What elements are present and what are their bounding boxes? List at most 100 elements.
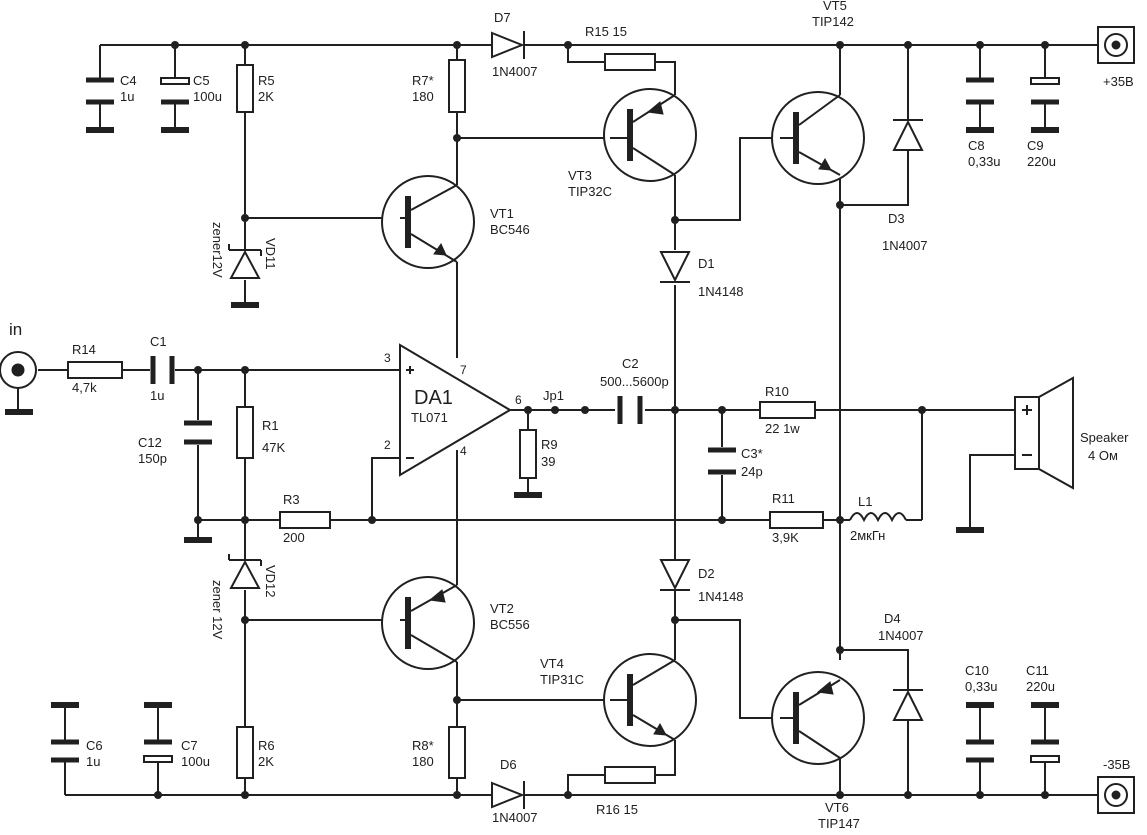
- label-r8-value: 180: [412, 754, 434, 769]
- diode-d2: [659, 559, 691, 591]
- label-d2-value: 1N4148: [698, 589, 744, 604]
- label-vt3-value: TIP32C: [568, 184, 612, 199]
- label-d3-value: 1N4007: [882, 238, 928, 253]
- label-pin7: 7: [460, 363, 467, 377]
- diode-d7: [491, 31, 525, 59]
- transistor-vt1: [381, 175, 475, 269]
- label-c1-value: 1u: [150, 388, 164, 403]
- label-r10-value: 22 1w: [765, 421, 800, 436]
- label-c3-value: 24p: [741, 464, 763, 479]
- label-c12-name: C12: [138, 435, 162, 450]
- label-d6-name: D6: [500, 757, 517, 772]
- label-c8-name: C8: [968, 138, 985, 153]
- label-c11-value: 220u: [1026, 679, 1055, 694]
- transistor-vt4: [603, 653, 697, 747]
- label-d7-value: 1N4007: [492, 64, 538, 79]
- label-d1-value: 1N4148: [698, 284, 744, 299]
- label-pin3: 3: [384, 351, 391, 365]
- label-pin2: 2: [384, 438, 391, 452]
- label-r3-value: 200: [283, 530, 305, 545]
- label-d7-name: D7: [494, 10, 511, 25]
- label-jp1: Jp1: [543, 388, 564, 403]
- capacitor-c9: [1030, 77, 1060, 105]
- label-r15: R15 15: [585, 24, 627, 39]
- label-c5-name: C5: [193, 73, 210, 88]
- label-c3-name: C3*: [741, 446, 763, 461]
- label-vt6-name: VT6: [825, 800, 849, 815]
- diode-d3: [892, 119, 924, 151]
- transistor-vt5: [771, 91, 865, 185]
- label-c6-name: C6: [86, 738, 103, 753]
- label-c10-value: 0,33u: [965, 679, 998, 694]
- resistors: [67, 53, 824, 784]
- resistor-r14: [67, 361, 123, 379]
- label-pin4: 4: [460, 444, 467, 458]
- label-c1-name: C1: [150, 334, 167, 349]
- label-d2-name: D2: [698, 566, 715, 581]
- label-vt2-name: VT2: [490, 601, 514, 616]
- label-vt6-value: TIP147: [818, 816, 860, 831]
- label-vd12-name: VD12: [263, 565, 278, 598]
- label-vt4-value: TIP31C: [540, 672, 584, 687]
- label-vt2-value: BC556: [490, 617, 530, 632]
- opamp-da1: [399, 343, 512, 477]
- label-r7-value: 180: [412, 89, 434, 104]
- label-r14-name: R14: [72, 342, 96, 357]
- resistor-r10: [759, 401, 816, 419]
- label-plus-supply: +35B: [1103, 74, 1134, 89]
- minus-terminal-icon: [1097, 776, 1135, 814]
- transistors: [381, 88, 865, 795]
- label-c2-value: 500...5600p: [600, 374, 669, 389]
- label-r5-name: R5: [258, 73, 275, 88]
- resistor-r15: [604, 53, 656, 71]
- label-c9-value: 220u: [1027, 154, 1056, 169]
- label-vd11-name: VD11: [263, 238, 278, 270]
- label-r1-name: R1: [262, 418, 279, 433]
- label-d4-name: D4: [884, 611, 901, 626]
- plus-terminal-icon: [1097, 26, 1135, 64]
- label-l1-value: 2мкГн: [850, 528, 885, 543]
- resistor-r8: [448, 726, 466, 779]
- label-speaker-value: 4 Ом: [1088, 448, 1118, 463]
- label-r6-value: 2K: [258, 754, 274, 769]
- resistor-r7: [448, 59, 466, 113]
- label-d1-name: D1: [698, 256, 715, 271]
- capacitor-c12: [184, 420, 212, 445]
- label-vd11-value: zener12V: [210, 222, 225, 278]
- capacitor-c5: [160, 77, 190, 105]
- label-r16: R16 15: [596, 802, 638, 817]
- label-r6-name: R6: [258, 738, 275, 753]
- label-r11-name: R11: [772, 491, 795, 506]
- capacitor-c10: [966, 739, 994, 763]
- resistor-r9: [519, 429, 537, 479]
- label-r14-value: 4,7k: [72, 380, 97, 395]
- capacitors: [51, 77, 1060, 763]
- label-c2-name: C2: [622, 356, 639, 371]
- label-c11-name: C11: [1026, 663, 1049, 678]
- label-vt5-value: TIP142: [812, 14, 854, 29]
- capacitor-c3: [708, 447, 736, 475]
- label-d4-value: 1N4007: [878, 628, 924, 643]
- label-r1-value: 47K: [262, 440, 285, 455]
- zener-vd11: [228, 244, 262, 279]
- label-c6-value: 1u: [86, 754, 100, 769]
- label-in: in: [9, 320, 22, 339]
- label-vt1-name: VT1: [490, 206, 514, 221]
- label-vt3-name: VT3: [568, 168, 592, 183]
- speaker-icon: [1014, 376, 1074, 490]
- label-r10-name: R10: [765, 384, 789, 399]
- label-r3-name: R3: [283, 492, 300, 507]
- label-c4-value: 1u: [120, 89, 134, 104]
- capacitor-c1: [150, 356, 175, 384]
- inductor-l1: [849, 512, 910, 523]
- label-c12-value: 150p: [138, 451, 167, 466]
- label-da1-name: DA1: [414, 387, 453, 409]
- label-c5-value: 100u: [193, 89, 222, 104]
- label-c7-value: 100u: [181, 754, 210, 769]
- label-r8-name: R8*: [412, 738, 434, 753]
- capacitor-c6: [51, 739, 79, 763]
- label-c8-value: 0,33u: [968, 154, 1001, 169]
- label-r9-name: R9: [541, 437, 558, 452]
- label-r9-value: 39: [541, 454, 555, 469]
